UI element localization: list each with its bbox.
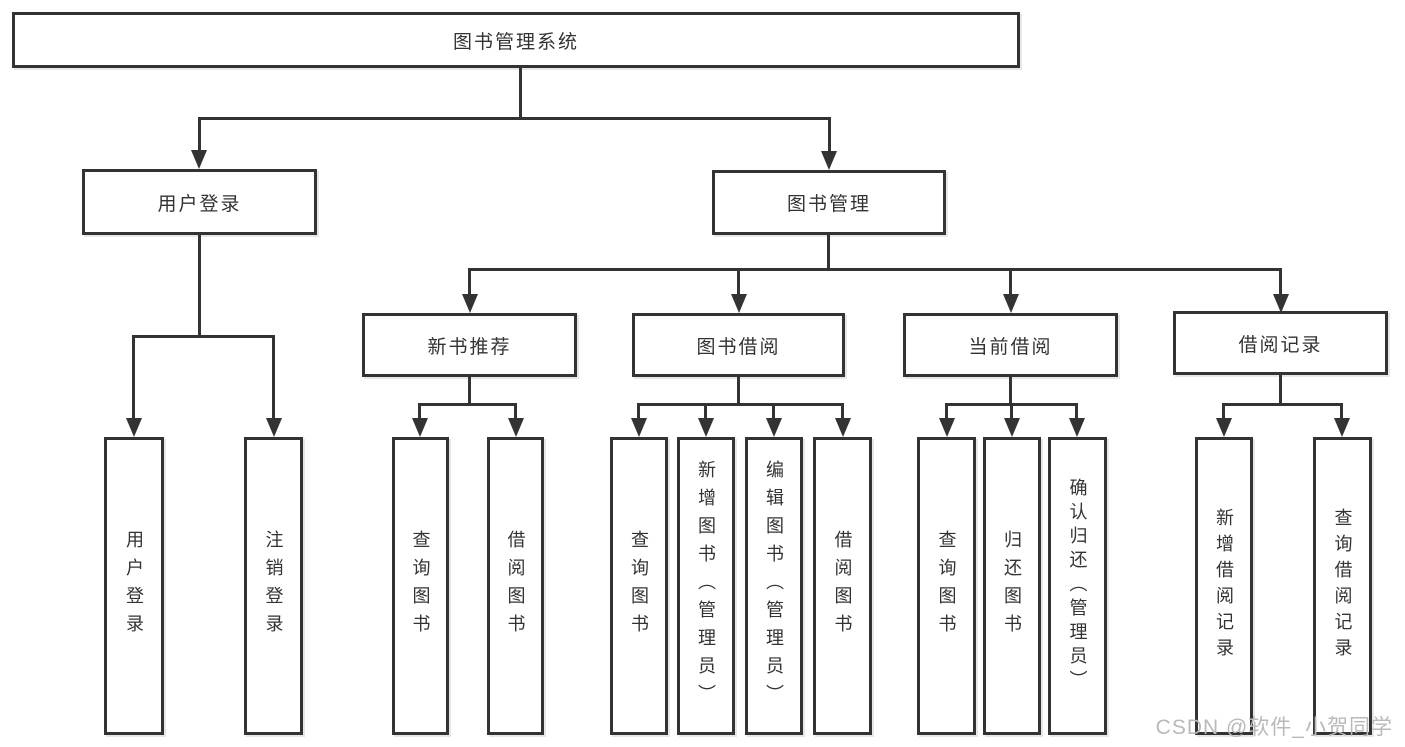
connector-leaf-shaft [945,403,948,419]
arrow-down-icon [191,150,207,169]
leaf-edit-books-admin-label: 编辑图书（管理员） [764,460,784,712]
arrow-down-icon [1334,418,1350,437]
leaf-borrow-books-label: 借阅图书 [505,530,526,642]
node-new-book-recommend-label: 新书推荐 [427,336,512,358]
leaf-add-borrow-record: 新增借阅记录 [1195,437,1253,735]
connector-borrow-record-crossbar [1222,403,1343,406]
connector-root-to-user-login-shaft [198,117,201,151]
connector-leaf-shaft [1340,403,1343,419]
connector-new-rec-crossbar [418,403,517,406]
arrow-down-icon [1004,418,1020,437]
leaf-return-books: 归还图书 [983,437,1041,735]
leaf-borrow-books: 借阅图书 [813,437,872,735]
connector-user-login-crossbar [132,335,275,338]
csdn-watermark: CSDN @软件_小贺同学 [1155,716,1393,739]
node-book-management: 图书管理 [712,170,946,235]
arrow-down-icon [631,418,647,437]
arrow-down-icon [126,418,142,437]
arrow-down-icon [1216,418,1232,437]
leaf-user-login: 用户登录 [104,437,164,735]
leaf-query-books-recommend: 查询图书 [392,437,449,735]
connector-leaf-shaft [418,403,421,419]
leaf-query-books-label: 查询图书 [629,530,649,642]
node-current-borrow: 当前借阅 [903,313,1118,377]
arrow-down-icon [698,418,714,437]
connector-to-leaf-logout-shaft [272,335,275,419]
node-borrow-record: 借阅记录 [1173,311,1388,375]
arrow-down-icon [508,418,524,437]
leaf-query-books-label: 查询图书 [936,530,957,642]
connector-leaf-shaft [514,403,517,419]
leaf-query-books-borrow: 查询图书 [610,437,668,735]
connector-leaf-shaft [1222,403,1225,419]
connector-to-book-borrow-shaft [737,268,740,295]
node-user-login: 用户登录 [82,169,317,235]
arrow-down-icon [462,294,478,313]
leaf-borrow-books-label: 借阅图书 [832,530,853,642]
connector-leaf-shaft [772,403,775,419]
node-current-borrow-label: 当前借阅 [968,336,1053,358]
leaf-add-borrow-record-label: 新增借阅记录 [1214,508,1234,664]
connector-borrow-record-stem [1279,375,1282,406]
connector-book-mgmt-stem [827,235,830,271]
leaf-edit-books-admin: 编辑图书（管理员） [745,437,803,735]
leaf-confirm-return-admin-label: 确认归还（管理员） [1067,478,1088,694]
arrow-down-icon [412,418,428,437]
node-book-management-label: 图书管理 [786,194,871,215]
leaf-borrow-books-recommend: 借阅图书 [487,437,544,735]
node-root-label: 图书管理系统 [452,31,579,53]
leaf-confirm-return-admin: 确认归还（管理员） [1048,437,1107,735]
connector-to-current-borrow-shaft [1009,268,1012,295]
arrow-down-icon [766,418,782,437]
connector-user-login-stem [198,234,201,338]
arrow-down-icon [821,151,837,170]
leaf-add-books-admin-label: 新增图书（管理员） [696,460,716,712]
connector-book-borrow-stem [737,377,740,406]
arrow-down-icon [1273,294,1289,313]
connector-leaf-shaft [841,403,844,419]
connector-leaf-shaft [637,403,640,419]
node-new-book-recommend: 新书推荐 [362,313,577,377]
leaf-logout: 注销登录 [244,437,303,735]
connector-book-borrow-crossbar [637,403,844,406]
node-user-login-label: 用户登录 [157,193,242,215]
connector-current-borrow-stem [1009,377,1012,406]
connector-root-to-book-mgmt-shaft [828,117,831,152]
connector-leaf-shaft [1010,403,1013,419]
connector-to-new-rec-shaft [468,268,471,295]
node-root-library-management-system: 图书管理系统 [12,12,1020,68]
arrow-down-icon [835,418,851,437]
arrow-down-icon [731,294,747,313]
connector-new-rec-stem [468,377,471,406]
leaf-query-borrow-record-label: 查询借阅记录 [1332,508,1353,664]
node-book-borrow: 图书借阅 [632,313,845,377]
connector-root-stem [519,67,522,118]
leaf-add-books-admin: 新增图书（管理员） [677,437,735,735]
arrow-down-icon [939,418,955,437]
connector-root-crossbar [198,117,831,120]
node-borrow-record-label: 借阅记录 [1238,334,1323,356]
connector-book-mgmt-crossbar [468,268,1282,271]
connector-leaf-shaft [1075,403,1078,419]
arrow-down-icon [266,418,282,437]
connector-to-leaf-login-shaft [132,335,135,419]
node-book-borrow-label: 图书借阅 [696,336,781,358]
leaf-user-login-label: 用户登录 [124,530,144,642]
connector-to-borrow-record-shaft [1279,268,1282,295]
connector-leaf-shaft [704,403,707,419]
leaf-return-books-label: 归还图书 [1002,530,1022,642]
leaf-query-borrow-record: 查询借阅记录 [1313,437,1372,735]
leaf-query-books-label: 查询图书 [410,530,431,642]
leaf-logout-label: 注销登录 [263,530,284,642]
leaf-query-books-current: 查询图书 [917,437,976,735]
arrow-down-icon [1003,294,1019,313]
arrow-down-icon [1069,418,1085,437]
